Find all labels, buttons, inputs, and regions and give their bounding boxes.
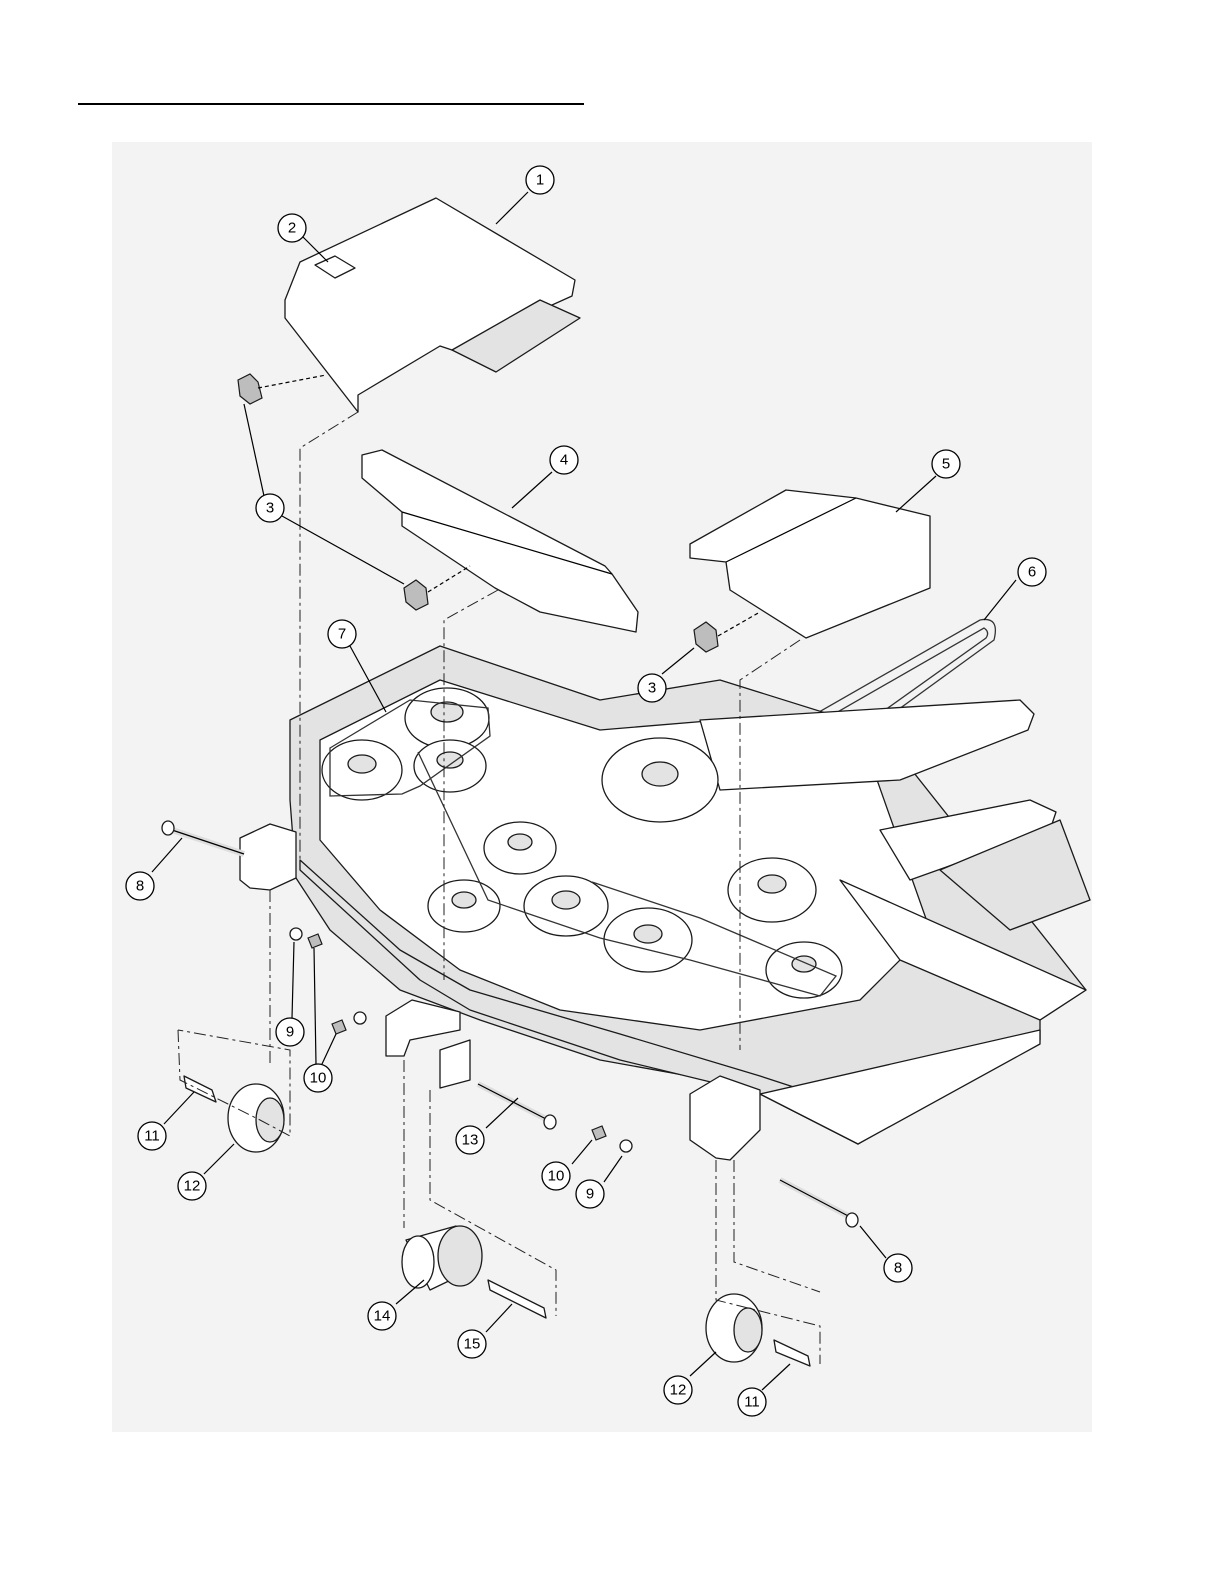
part-11-axle-right xyxy=(774,1340,810,1366)
part-1-deck-cover xyxy=(285,198,580,412)
svg-text:9: 9 xyxy=(286,1024,294,1041)
callout-13: 13 xyxy=(456,1126,484,1154)
callout-3-right: 3 xyxy=(638,674,666,702)
svg-text:10: 10 xyxy=(548,1168,565,1185)
part-3-knob-upper xyxy=(238,374,326,404)
svg-text:3: 3 xyxy=(266,500,274,517)
callout-6: 6 xyxy=(1018,558,1046,586)
svg-text:11: 11 xyxy=(744,1394,760,1411)
callout-14: 14 xyxy=(368,1302,396,1330)
callout-8-left: 8 xyxy=(126,872,154,900)
svg-text:5: 5 xyxy=(942,456,950,473)
svg-text:14: 14 xyxy=(374,1308,391,1325)
svg-text:13: 13 xyxy=(462,1132,479,1149)
part-5-right-cover xyxy=(690,490,930,638)
callout-5: 5 xyxy=(932,450,960,478)
callout-2: 2 xyxy=(278,214,306,242)
svg-text:12: 12 xyxy=(184,1178,201,1195)
callout-10-left: 10 xyxy=(304,1064,332,1092)
svg-text:1: 1 xyxy=(536,172,544,189)
callout-10-right: 10 xyxy=(542,1162,570,1190)
callout-12-right: 12 xyxy=(664,1376,692,1404)
callout-9-right: 9 xyxy=(576,1180,604,1208)
callout-12-left: 12 xyxy=(178,1172,206,1200)
part-12-wheel-left xyxy=(228,1084,284,1152)
callout-15: 15 xyxy=(458,1330,486,1358)
callout-11-right: 11 xyxy=(738,1388,766,1416)
callout-9-left: 9 xyxy=(276,1018,304,1046)
part-12-wheel-right xyxy=(706,1294,762,1362)
svg-text:7: 7 xyxy=(338,626,346,643)
svg-text:8: 8 xyxy=(894,1260,902,1277)
svg-text:12: 12 xyxy=(670,1382,687,1399)
part-13-bolt xyxy=(478,1084,556,1129)
callout-8-right: 8 xyxy=(884,1254,912,1282)
part-4-belt-shield xyxy=(362,450,638,632)
svg-text:4: 4 xyxy=(560,452,568,469)
part-3-knob-right xyxy=(694,612,760,652)
svg-text:11: 11 xyxy=(144,1128,160,1145)
svg-text:8: 8 xyxy=(136,878,144,895)
part-3-knob-middle xyxy=(404,566,470,610)
part-14-roller xyxy=(402,1226,482,1290)
svg-text:6: 6 xyxy=(1028,564,1036,581)
part-15-roller-shaft xyxy=(488,1280,546,1318)
callout-1: 1 xyxy=(526,166,554,194)
svg-text:15: 15 xyxy=(464,1336,481,1353)
svg-text:9: 9 xyxy=(586,1186,594,1203)
callout-4: 4 xyxy=(550,446,578,474)
callout-7: 7 xyxy=(328,620,356,648)
svg-text:2: 2 xyxy=(288,220,296,237)
callout-11-left: 11 xyxy=(138,1122,166,1150)
svg-text:3: 3 xyxy=(648,680,656,697)
callout-3-upper: 3 xyxy=(256,494,284,522)
svg-text:10: 10 xyxy=(310,1070,327,1087)
